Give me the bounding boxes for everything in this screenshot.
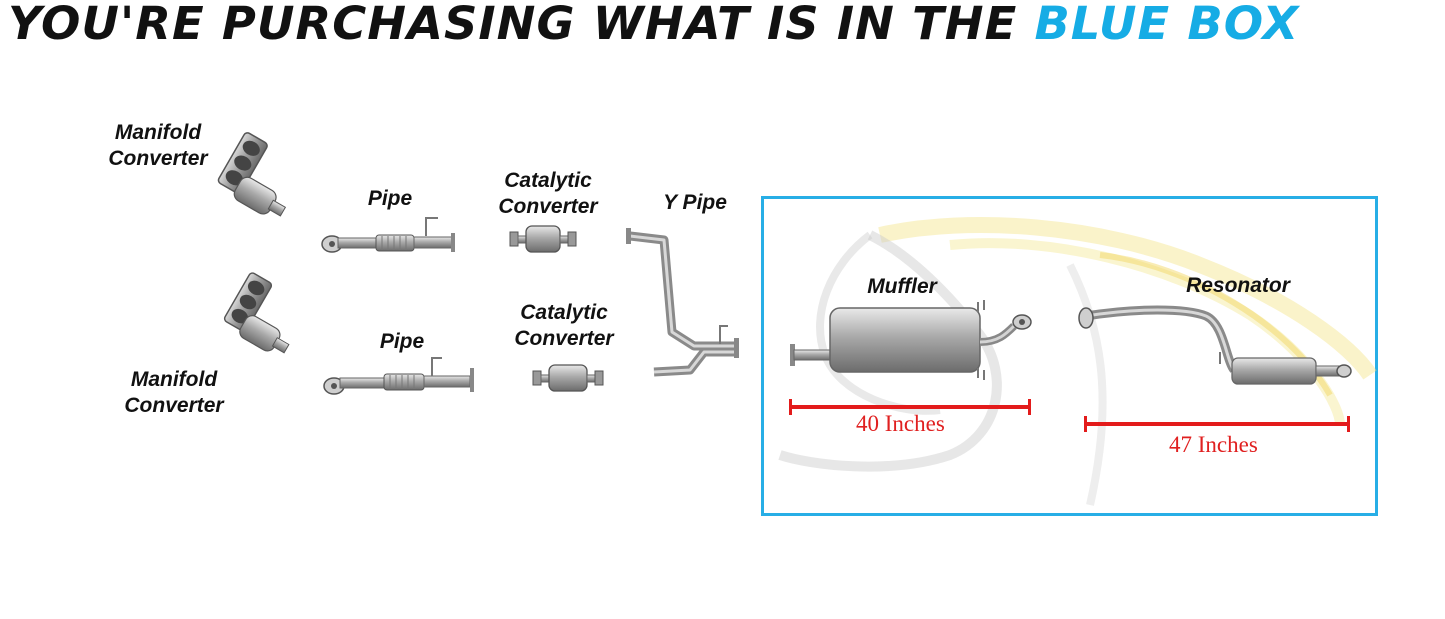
- manifold-converter-bottom-image: [223, 272, 290, 354]
- pipe-top-image: [321, 217, 455, 253]
- pipe-bottom-label: Pipe: [379, 330, 425, 353]
- cat-converter-bottom-image: [532, 364, 604, 392]
- manifold-bottom-label: Manifold Converter: [124, 368, 224, 417]
- muffler-measure-cap-right: [1028, 399, 1031, 415]
- resonator-label: Resonator: [1186, 274, 1290, 297]
- pipe-bottom-image: [323, 357, 474, 395]
- muffler-label: Muffler: [867, 275, 937, 298]
- cat-converter-top-image: [509, 225, 577, 253]
- cat-converter-top-label: Catalytic Converter: [498, 169, 598, 218]
- manifold-converter-top-image: [217, 132, 287, 217]
- manifold-top-label: Manifold Converter: [108, 121, 208, 170]
- page-title: YOU'RE PURCHASING WHAT IS IN THE BLUE BO…: [8, 0, 1299, 52]
- resonator-measurement-text: 47 Inches: [1169, 432, 1258, 457]
- muffler-image: [790, 300, 1032, 380]
- blue-box: [761, 196, 1378, 516]
- resonator-measure-cap-right: [1347, 416, 1350, 432]
- resonator-measure-line: [1085, 422, 1349, 426]
- muffler-measurement-text: 40 Inches: [856, 411, 945, 436]
- title-main: YOU'RE PURCHASING WHAT IS IN THE: [8, 0, 1035, 50]
- muffler-measure-line: [790, 405, 1030, 409]
- pipe-top-label: Pipe: [367, 187, 413, 210]
- title-accent: BLUE BOX: [1034, 0, 1300, 50]
- y-pipe-image: [626, 228, 739, 377]
- resonator-image: [1078, 305, 1352, 385]
- y-pipe-label: Y Pipe: [663, 191, 727, 214]
- cat-converter-bottom-label: Catalytic Converter: [514, 301, 614, 350]
